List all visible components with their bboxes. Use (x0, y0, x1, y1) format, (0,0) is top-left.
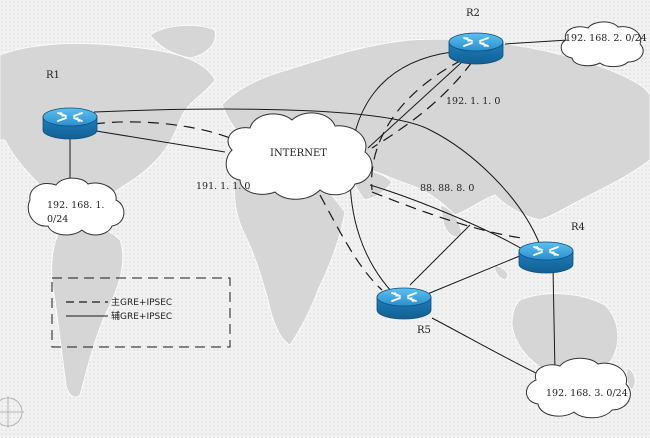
legend: 主GRE+IPSEC 辅GRE+IPSEC (51, 277, 231, 348)
router-r4-label: R4 (571, 222, 585, 233)
link-r1-r4 (93, 108, 541, 246)
link-r1-internet (89, 129, 226, 153)
router-r5-label: R5 (417, 325, 431, 336)
router-r2: R2 (448, 8, 504, 65)
legend-primary-label: 主GRE+IPSEC (111, 296, 172, 308)
tunnel-r2-internet (371, 61, 473, 149)
link-r5-r4 (424, 254, 523, 296)
net-label-r4: 88. 88. 8. 0 (420, 183, 474, 194)
lan-r1-label-line2: 0/24 (47, 214, 68, 225)
link-r2-lan (504, 39, 569, 45)
lan-r3-label: 192. 168. 3. 0/24 (546, 388, 628, 399)
link-r4-lan3 (552, 267, 556, 373)
lan-cloud-r1: 192. 168. 1. 0/24 (27, 177, 125, 236)
internet-cloud: INTERNET (225, 112, 373, 200)
net-label-r1: 191. 1. 1. 0 (196, 181, 250, 192)
link-r5-internet (409, 224, 471, 286)
lan-r2-label: 192. 168. 2. 0/24 (565, 33, 647, 44)
lan-r1-label-line1: 192. 168. 1. (47, 200, 104, 211)
tunnel-r1-internet (93, 121, 236, 141)
router-r1: R1 (42, 70, 98, 140)
legend-backup-label: 辅GRE+IPSEC (111, 310, 172, 322)
compass-icon (0, 396, 24, 428)
net-label-r2: 192. 1. 1. 0 (446, 96, 500, 107)
dashed-links (93, 59, 523, 291)
tunnel-internet-r4 (371, 191, 523, 239)
tunnel-internet-r5 (319, 194, 383, 291)
internet-cloud-label: INTERNET (270, 148, 327, 159)
router-r5: R5 (376, 287, 432, 336)
router-r2-label: R2 (466, 8, 480, 19)
lan-cloud-r3: 192. 168. 3. 0/24 (526, 357, 631, 419)
link-r5-lan3 (431, 317, 541, 376)
lan-cloud-r2: 192. 168. 2. 0/24 (560, 21, 647, 68)
router-r1-label: R1 (46, 70, 60, 81)
tunnel-r2-r5 (371, 59, 463, 191)
link-internet-r4 (369, 184, 525, 251)
router-r4: R4 (518, 222, 585, 274)
